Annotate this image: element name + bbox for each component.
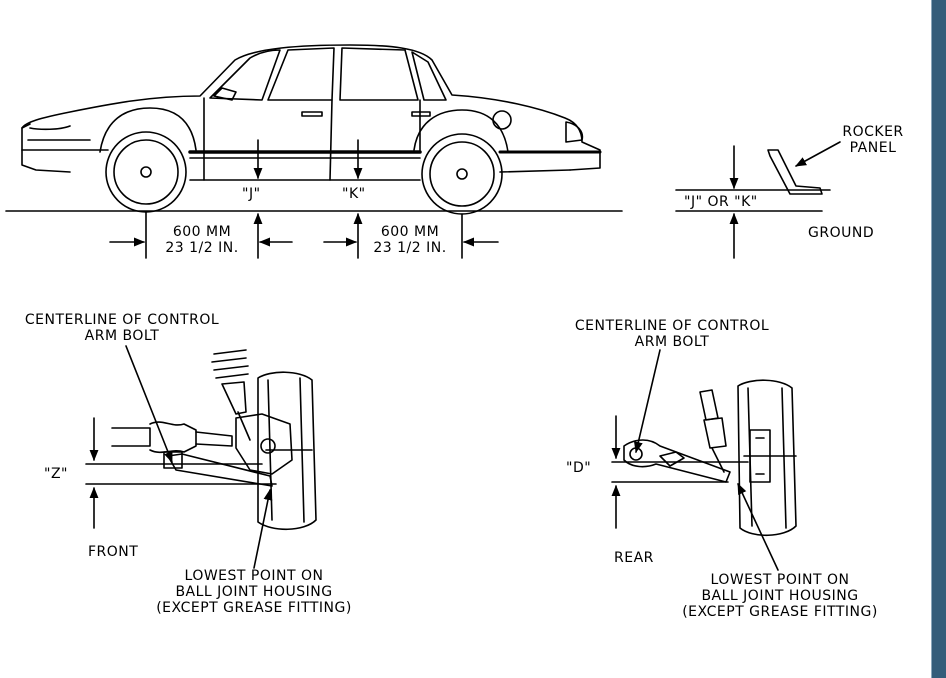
window-edge-bar: [931, 0, 946, 678]
j-or-k-label: "J" OR "K": [684, 194, 758, 210]
rear-centerline-line2: ARM BOLT: [634, 334, 710, 350]
dimension-left-in: 23 1/2 IN.: [165, 240, 239, 256]
rear-label: REAR: [614, 550, 654, 566]
dimension-left: 600 MM 23 1/2 IN.: [150, 224, 254, 256]
rear-centerline-label: CENTERLINE OF CONTROL ARM BOLT: [552, 318, 792, 350]
rocker-label: ROCKER PANEL: [838, 124, 908, 156]
dimension-left-mm: 600 MM: [172, 224, 232, 240]
front-lowest-point-label: LOWEST POINT ON BALL JOINT HOUSING (EXCE…: [114, 568, 394, 616]
ground-label: GROUND: [808, 225, 875, 241]
front-centerline-label: CENTERLINE OF CONTROL ARM BOLT: [2, 312, 242, 344]
rear-suspension-icon: [611, 349, 797, 571]
front-label: FRONT: [88, 544, 139, 560]
rocker-label-line1: ROCKER: [842, 124, 904, 140]
rear-centerline-line1: CENTERLINE OF CONTROL: [574, 318, 770, 334]
rocker-label-line2: PANEL: [849, 140, 897, 156]
d-label: "D": [566, 460, 592, 476]
rear-lowest-line2: BALL JOINT HOUSING: [701, 588, 859, 604]
front-lowest-line1: LOWEST POINT ON: [184, 568, 324, 584]
front-centerline-line2: ARM BOLT: [84, 328, 160, 344]
dimension-right-in: 23 1/2 IN.: [373, 240, 447, 256]
front-lowest-line2: BALL JOINT HOUSING: [175, 584, 333, 600]
rear-lowest-line3: (EXCEPT GREASE FITTING): [682, 604, 878, 620]
car-icon: [21, 44, 602, 215]
rear-lowest-point-label: LOWEST POINT ON BALL JOINT HOUSING (EXCE…: [640, 572, 920, 620]
front-lowest-line3: (EXCEPT GREASE FITTING): [156, 600, 352, 616]
dimension-right: 600 MM 23 1/2 IN.: [358, 224, 462, 256]
k-label: "K": [342, 186, 366, 202]
j-label: "J": [242, 186, 261, 202]
rocker-panel-icon: [675, 141, 841, 259]
rear-lowest-line1: LOWEST POINT ON: [710, 572, 850, 588]
front-suspension-icon: [85, 345, 317, 569]
front-centerline-line1: CENTERLINE OF CONTROL: [24, 312, 220, 328]
z-label: "Z": [44, 466, 68, 482]
dimension-right-mm: 600 MM: [380, 224, 440, 240]
